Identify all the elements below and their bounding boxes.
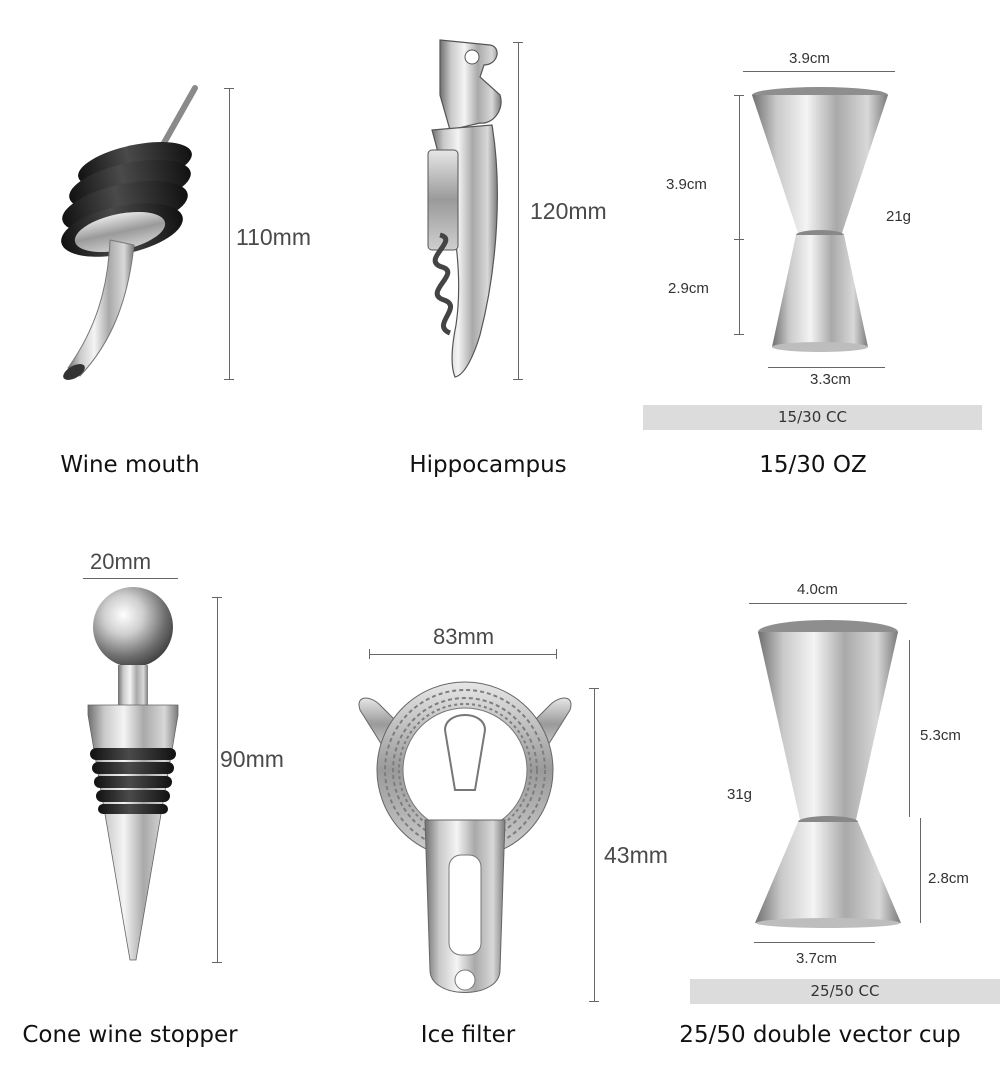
jigger-small-weight: 21g xyxy=(886,208,912,225)
jigger-large-bottom-width: 3.7cm xyxy=(796,950,837,967)
corkscrew-image xyxy=(427,39,502,378)
jigger-small-bottom-width: 3.3cm xyxy=(810,371,851,388)
corkscrew-label: Hippocampus xyxy=(409,452,567,478)
jigger-large-weight: 31g xyxy=(727,786,753,803)
strainer-label: Ice filter xyxy=(420,1022,516,1048)
strainer-height: 43mm xyxy=(604,842,668,868)
pourer-label: Wine mouth xyxy=(60,452,200,478)
stopper-label: Cone wine stopper xyxy=(22,1022,238,1048)
jigger-large-upper-height: 5.3cm xyxy=(920,727,961,744)
jigger-small-upper-height: 3.9cm xyxy=(666,176,707,193)
jigger-small-capacity-bar: 15/30 CC xyxy=(643,405,982,430)
stopper-height: 90mm xyxy=(220,746,284,772)
jigger-large-lower-height: 2.8cm xyxy=(928,870,969,887)
jigger-large-top-width: 4.0cm xyxy=(797,581,838,598)
jigger-large-label: 25/50 double vector cup xyxy=(679,1022,961,1048)
corkscrew-height: 120mm xyxy=(530,198,607,224)
pourer-image xyxy=(61,85,198,380)
jigger-large-image xyxy=(755,620,901,928)
stopper-image xyxy=(87,587,179,961)
pourer-height: 110mm xyxy=(236,224,311,250)
strainer-image xyxy=(358,681,572,993)
jigger-small-top-width: 3.9cm xyxy=(789,50,830,67)
stopper-width: 20mm xyxy=(90,549,152,574)
jigger-small-image xyxy=(752,87,888,352)
strainer-width: 83mm xyxy=(433,624,495,649)
jigger-small-label: 15/30 OZ xyxy=(759,452,867,478)
jigger-large-capacity-bar: 25/50 CC xyxy=(690,979,1000,1004)
jigger-small-lower-height: 2.9cm xyxy=(668,280,709,297)
